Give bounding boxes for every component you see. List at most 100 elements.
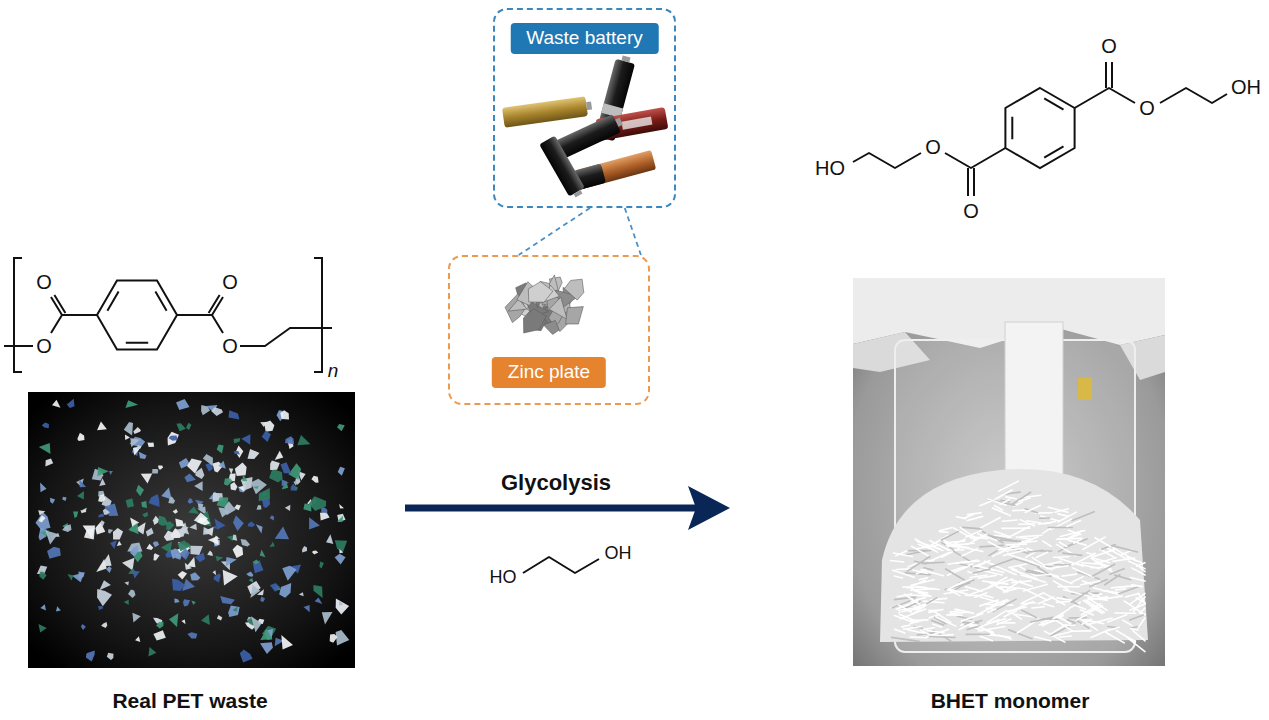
crystal-needle xyxy=(1006,497,1016,499)
pet-flake xyxy=(220,596,235,604)
pet-flake xyxy=(228,606,240,617)
zinc-pieces xyxy=(505,275,584,335)
pet-flake xyxy=(67,399,75,408)
crystal-needle xyxy=(918,593,930,596)
crystal-needle xyxy=(973,569,990,573)
crystal-needle xyxy=(978,575,996,578)
zinc-group-box: Zinc plate xyxy=(448,255,650,405)
crystal-needle xyxy=(1019,523,1035,525)
pet-flake xyxy=(98,513,104,517)
pet-flake xyxy=(302,546,307,553)
pet-flake xyxy=(47,547,61,559)
crystal-needle xyxy=(981,518,1000,528)
crystal-needle xyxy=(1026,553,1034,557)
crystal-needle xyxy=(1110,569,1124,575)
crystal-needle xyxy=(1095,538,1110,547)
pet-flake xyxy=(339,600,343,605)
crystal-needle xyxy=(1054,556,1069,558)
pet-flake xyxy=(322,612,333,625)
pet-flake xyxy=(169,613,178,627)
pet-flake xyxy=(250,585,260,598)
battery-terminal xyxy=(621,55,630,62)
benzene-ring xyxy=(97,280,177,349)
pet-flake xyxy=(130,437,146,448)
pet-flake xyxy=(124,600,129,605)
yellow-tag xyxy=(1078,378,1092,400)
pet-flake xyxy=(253,560,264,573)
atom-label: O xyxy=(1101,36,1117,56)
pet-flake xyxy=(256,524,263,533)
crystal-needle xyxy=(1067,620,1075,623)
crystal-needle xyxy=(994,531,1009,536)
battery-terminal xyxy=(574,190,583,197)
pet-flake xyxy=(293,481,297,486)
crystal-needle xyxy=(1083,537,1105,549)
pet-flake xyxy=(320,512,330,521)
dashed-connector xyxy=(519,208,590,255)
pet-flake xyxy=(132,613,140,623)
repeat-index: n xyxy=(328,361,339,380)
pet-flake xyxy=(326,534,333,544)
pet-flake xyxy=(312,550,318,554)
crystal-needle xyxy=(903,627,921,630)
pet-flake xyxy=(275,527,289,540)
pet-flake xyxy=(45,530,58,544)
crystal-needle xyxy=(965,587,982,592)
pet-flake xyxy=(159,515,169,525)
pet-flake xyxy=(321,507,327,513)
pet-flake xyxy=(187,632,197,638)
crystal-needle xyxy=(1130,629,1138,630)
pet-flake xyxy=(304,605,310,612)
pet-flake xyxy=(176,423,185,431)
pet-flake xyxy=(42,423,49,429)
pet-flake xyxy=(194,481,203,491)
pet-flake xyxy=(311,476,318,483)
atom-label: OH xyxy=(605,544,632,562)
zinc-piece xyxy=(528,282,553,303)
crystal-needle xyxy=(990,559,1013,567)
crystal-needle xyxy=(1063,553,1082,555)
pet-flake xyxy=(97,422,107,431)
atom-label: O xyxy=(36,336,52,356)
crystal-needle xyxy=(1036,552,1047,557)
crystal-needle xyxy=(1132,585,1143,587)
pet-flake xyxy=(335,540,347,552)
pet-flake xyxy=(169,435,178,440)
pet-flake xyxy=(128,523,138,535)
pet-flake xyxy=(229,410,240,419)
arrow-label: Glycolysis xyxy=(501,472,611,494)
pet-flake xyxy=(135,636,140,642)
pet-flake xyxy=(99,580,111,590)
crystal-needle xyxy=(999,481,1018,491)
pet-flake xyxy=(40,604,46,610)
pet-flake xyxy=(187,459,202,474)
bhet-crystals xyxy=(890,481,1145,651)
atom-label: OH xyxy=(1231,77,1261,97)
crystal-needle xyxy=(1036,574,1050,576)
crystal-needle xyxy=(950,612,968,613)
pet-flake xyxy=(217,615,222,621)
crystal-needle xyxy=(918,544,933,550)
crystal-mound xyxy=(880,469,1148,642)
pet-flake xyxy=(275,451,284,460)
crystal-needle xyxy=(947,581,965,589)
pet-flake xyxy=(203,454,213,466)
crystal-needle xyxy=(1022,610,1037,617)
crystal-needle xyxy=(1002,527,1030,529)
zinc-piece xyxy=(564,279,583,300)
crystal-needle xyxy=(1032,607,1045,608)
crystal-needle xyxy=(980,636,992,640)
pet-flake xyxy=(180,548,190,560)
crystal-needle xyxy=(1112,546,1137,552)
crystal-needle xyxy=(1091,558,1112,572)
pet-flake xyxy=(214,518,225,529)
pet-flake xyxy=(282,566,296,581)
crystal-needle xyxy=(1043,529,1050,534)
crystal-needle xyxy=(1092,550,1115,558)
atom-label: O xyxy=(36,272,52,292)
pet-flake xyxy=(136,485,144,496)
pet-flake xyxy=(133,427,141,434)
pet-flake xyxy=(214,525,218,529)
pet-flake xyxy=(282,479,289,486)
